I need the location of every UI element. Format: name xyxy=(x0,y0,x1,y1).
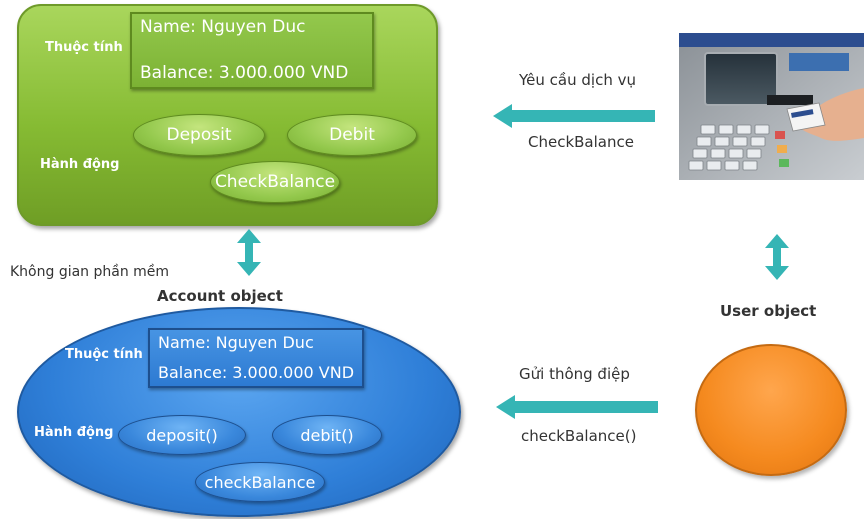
message-send-method: checkBalance() xyxy=(521,427,637,445)
atm-image xyxy=(679,33,864,180)
message-send-arrow xyxy=(496,395,658,419)
debit-method: Debit xyxy=(287,114,417,156)
message-send-label: Gửi thông điệp xyxy=(519,365,630,383)
service-request-label: Yêu cầu dịch vụ xyxy=(519,71,636,89)
checkbalance-method-call: checkBalance xyxy=(195,462,325,502)
account-object-actions-label: Hành động xyxy=(34,425,114,440)
account-panel-actions-label: Hành động xyxy=(40,157,120,172)
deposit-method: Deposit xyxy=(133,114,265,156)
account-panel-balance: Balance: 3.000.000 VND xyxy=(140,63,349,83)
service-request-arrow xyxy=(493,104,655,128)
account-object-balance: Balance: 3.000.000 VND xyxy=(158,363,355,382)
account-object-title: Account object xyxy=(157,287,283,305)
software-space-label: Không gian phần mềm xyxy=(10,264,170,280)
vertical-double-arrow-left xyxy=(237,229,261,276)
user-object-circle xyxy=(695,344,847,476)
vertical-double-arrow-right xyxy=(765,234,789,280)
account-object-attributes-label: Thuộc tính xyxy=(65,347,143,362)
debit-method-call: debit() xyxy=(272,415,382,455)
account-object-attribute-box xyxy=(148,328,364,388)
account-object-name: Name: Nguyen Duc xyxy=(158,333,314,352)
service-request-method: CheckBalance xyxy=(528,133,634,151)
account-panel-attributes-label: Thuộc tính xyxy=(45,40,123,55)
account-panel-name: Name: Nguyen Duc xyxy=(140,17,306,37)
user-object-title: User object xyxy=(720,302,817,320)
checkbalance-method: CheckBalance xyxy=(210,161,340,203)
account-panel-attribute-box xyxy=(130,12,374,89)
deposit-method-call: deposit() xyxy=(118,415,246,455)
